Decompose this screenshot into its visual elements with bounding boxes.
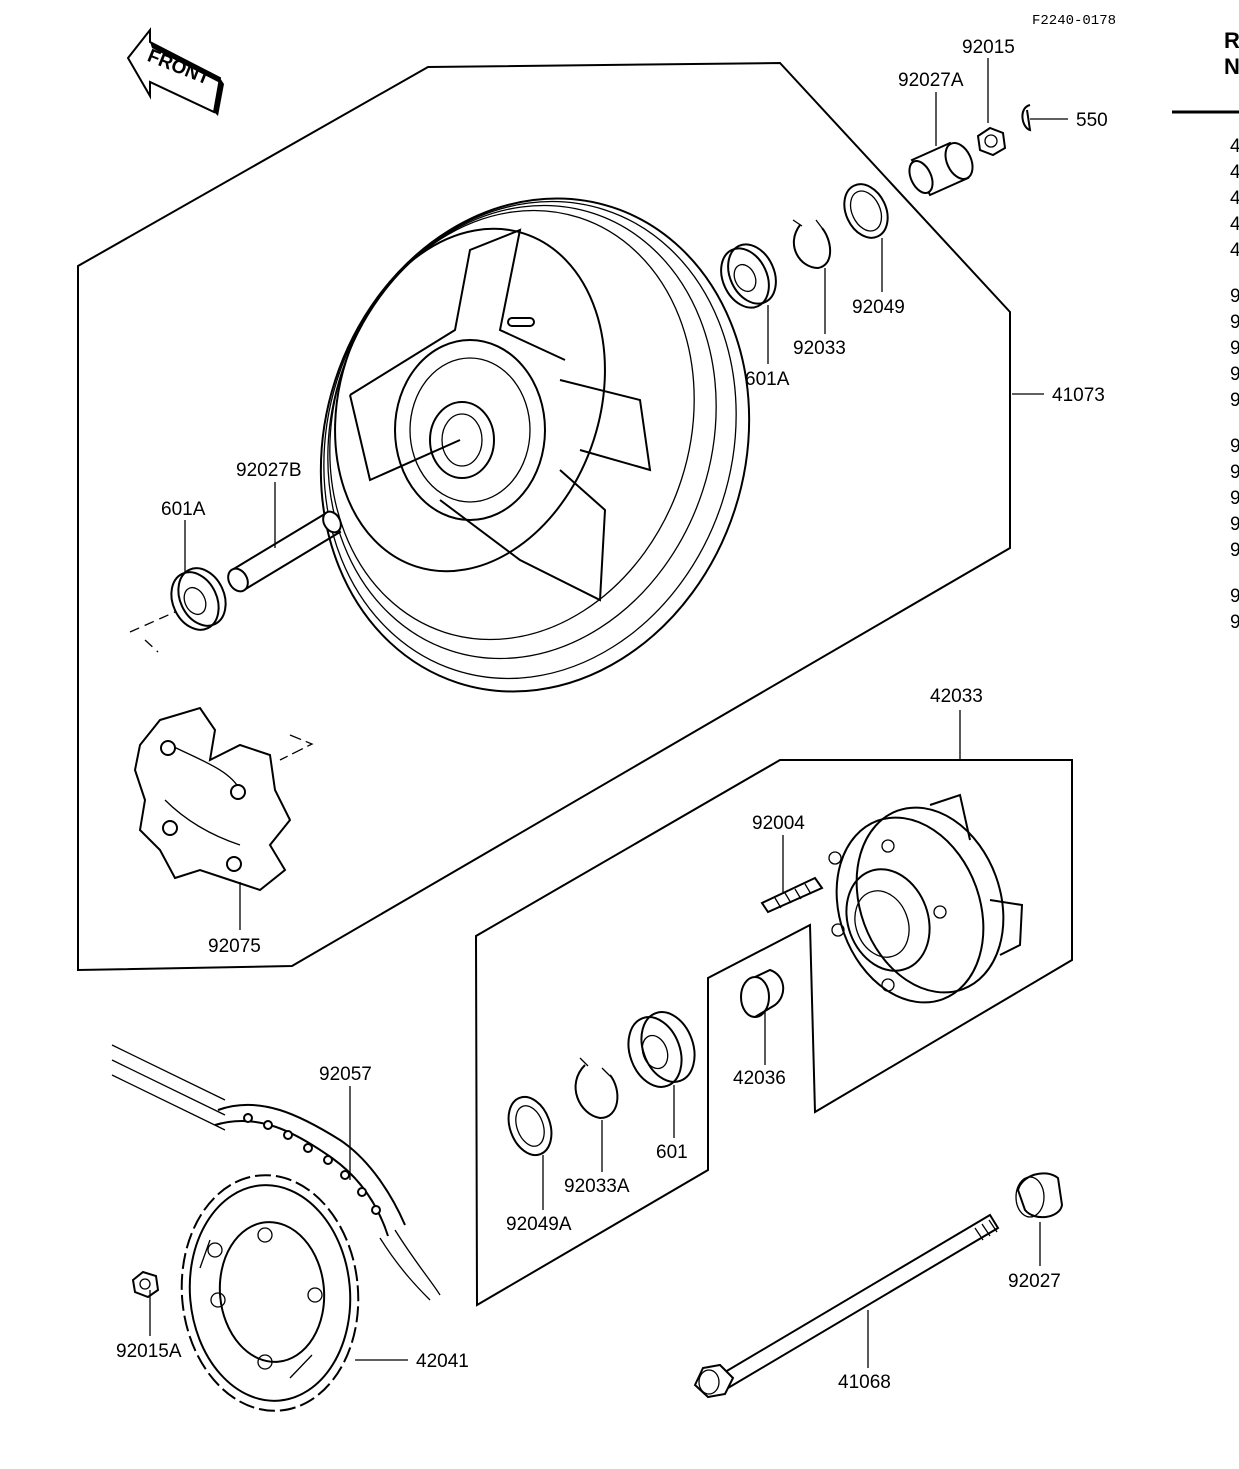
- table-cell: 9: [1230, 312, 1239, 333]
- label-92027a: 92027A: [898, 70, 964, 91]
- table-cell: 4: [1230, 240, 1239, 261]
- sprocket-hub-42033: [828, 793, 1024, 1004]
- label-41068: 41068: [838, 1372, 891, 1393]
- table-cell: 9: [1230, 612, 1239, 633]
- label-92027b: 92027B: [236, 460, 302, 481]
- damper-92075: [133, 706, 314, 892]
- bearing-601: [627, 1011, 696, 1088]
- label-601a-left: 601A: [161, 499, 206, 520]
- label-42036: 42036: [733, 1068, 786, 1089]
- nut-92015: [976, 126, 1007, 157]
- label-92057: 92057: [319, 1064, 372, 1085]
- seal-92049a: [507, 1095, 553, 1157]
- spacer-92027b: [227, 510, 342, 593]
- front-arrow-icon: FRONT: [126, 27, 224, 116]
- reference-table-fragment: R N 4 4 4 4 4 9 9 9 9 9 9 9 9 9 9 9 9: [1172, 28, 1239, 633]
- label-92033a: 92033A: [564, 1176, 630, 1197]
- table-cell: 9: [1230, 436, 1239, 457]
- leader-lines: [149, 58, 1068, 1368]
- table-cell: 9: [1230, 364, 1239, 385]
- table-cell: 9: [1230, 286, 1239, 307]
- rear-sprocket-42041: [180, 1174, 360, 1412]
- label-92049: 92049: [852, 297, 905, 318]
- table-cell: 9: [1230, 390, 1239, 411]
- label-92027: 92027: [1008, 1271, 1061, 1292]
- label-550: 550: [1076, 110, 1108, 131]
- table-cell: 4: [1230, 214, 1239, 235]
- label-601: 601: [656, 1142, 688, 1163]
- table-cell: 9: [1230, 586, 1239, 607]
- label-42041: 42041: [416, 1351, 469, 1372]
- label-92033: 92033: [793, 338, 846, 359]
- table-cell: 4: [1230, 162, 1239, 183]
- label-92004: 92004: [752, 813, 805, 834]
- hub-assembly-boundary: [474, 759, 1073, 1307]
- table-cell: 9: [1230, 488, 1239, 509]
- table-header-n: N: [1224, 54, 1239, 79]
- label-92075: 92075: [208, 936, 261, 957]
- label-42033: 42033: [930, 686, 983, 707]
- label-92015a: 92015A: [116, 1341, 182, 1362]
- circlip-92033a: [574, 1057, 619, 1120]
- wheel-assembly-boundary: [77, 61, 1011, 972]
- collar-92027: [1015, 1172, 1064, 1219]
- cotter-pin-550: [1021, 104, 1032, 132]
- label-601a-top: 601A: [745, 369, 790, 390]
- collar-42036: [740, 968, 785, 1018]
- label-92015: 92015: [962, 37, 1015, 58]
- document-code: F2240-0178: [1032, 13, 1116, 29]
- seal-92049: [843, 183, 889, 239]
- table-cell: 9: [1230, 540, 1239, 561]
- collar-92027a: [908, 141, 974, 197]
- table-cell: 9: [1230, 338, 1239, 359]
- stud-92004: [760, 876, 824, 914]
- circlip-92033: [792, 219, 832, 270]
- label-41073: 41073: [1052, 385, 1105, 406]
- chain-92057: [111, 1044, 441, 1301]
- table-cell: 9: [1230, 514, 1239, 535]
- table-cell: 9: [1230, 462, 1239, 483]
- table-cell: 4: [1230, 136, 1239, 157]
- axle-41068: [693, 1213, 1000, 1399]
- label-92049a: 92049A: [506, 1214, 572, 1235]
- bearing-601a-top: [720, 243, 777, 309]
- table-header-r: R: [1224, 28, 1239, 53]
- bearing-601a-left: [170, 567, 227, 631]
- rear-wheel: [319, 197, 751, 693]
- table-cell: 4: [1230, 188, 1239, 209]
- nut-92015a: [131, 1270, 160, 1299]
